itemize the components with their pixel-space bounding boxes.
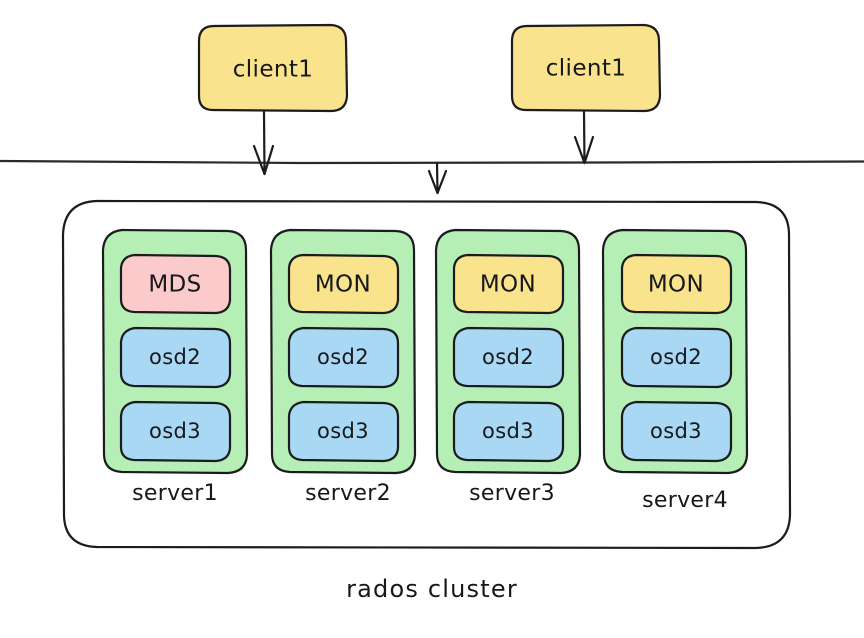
network-line — [0, 159, 864, 165]
server-node-server4[interactable]: MON osd2 osd3 server4 — [601, 228, 749, 513]
daemon-server2-osd2[interactable]: osd2 — [287, 326, 400, 389]
client-node-1[interactable]: client1 — [197, 23, 349, 113]
daemon-server4-osd3-label: osd3 — [650, 419, 702, 443]
daemon-server1-mds-label: MDS — [148, 272, 201, 298]
client-node-2[interactable]: client1 — [510, 23, 662, 113]
daemon-server1-osd3-label: osd3 — [149, 419, 201, 443]
server-caption-server3: server3 — [469, 481, 555, 506]
server-caption-server2: server2 — [305, 481, 391, 506]
client-node-1-label: client1 — [233, 57, 314, 83]
server-caption-server4: server4 — [642, 488, 728, 513]
daemon-server1-osd3[interactable]: osd3 — [119, 400, 232, 463]
daemon-server1-osd2[interactable]: osd2 — [119, 326, 232, 389]
daemon-server2-mon-label: MON — [315, 272, 371, 298]
daemon-server3-osd3-label: osd3 — [482, 419, 534, 443]
daemon-server2-osd3-label: osd3 — [317, 419, 369, 443]
arrow-client2-to-network — [573, 110, 595, 165]
daemon-server3-mon-label: MON — [480, 272, 536, 298]
server-caption-server1: server1 — [132, 481, 218, 506]
daemon-server4-osd2[interactable]: osd2 — [620, 326, 733, 389]
daemon-server2-osd2-label: osd2 — [317, 345, 369, 369]
daemon-server4-osd2-label: osd2 — [650, 345, 702, 369]
daemon-server3-osd2-label: osd2 — [482, 345, 534, 369]
arrow-client1-to-network — [252, 110, 275, 176]
daemon-server3-osd2[interactable]: osd2 — [452, 326, 565, 389]
client-node-2-label: client1 — [546, 56, 627, 82]
server-node-server1[interactable]: MDS osd2 osd3 server1 — [101, 228, 249, 506]
daemon-server1-osd2-label: osd2 — [149, 345, 201, 369]
daemon-server2-mon[interactable]: MON — [287, 253, 400, 315]
server-node-server2[interactable]: MON osd2 osd3 server2 — [269, 228, 417, 506]
daemon-server4-mon-label: MON — [648, 272, 704, 298]
daemon-server4-osd3[interactable]: osd3 — [620, 400, 733, 463]
server-node-server3[interactable]: MON osd2 osd3 server3 — [434, 228, 582, 506]
daemon-server2-osd3[interactable]: osd3 — [287, 400, 400, 463]
daemon-server3-mon[interactable]: MON — [452, 253, 565, 315]
arrow-network-to-cluster — [427, 161, 448, 195]
daemon-server1-mds[interactable]: MDS — [119, 253, 232, 315]
daemon-server4-mon[interactable]: MON — [620, 253, 733, 315]
rados-cluster-caption: rados cluster — [346, 575, 518, 603]
daemon-server3-osd3[interactable]: osd3 — [452, 400, 565, 463]
